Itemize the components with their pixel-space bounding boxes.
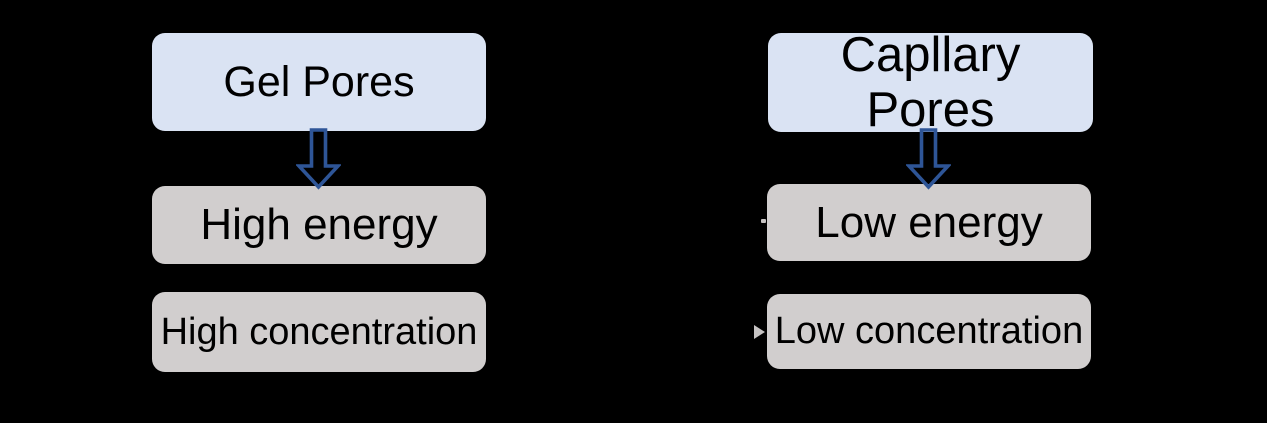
capillary-pores-label: Capllary Pores [841, 28, 1021, 138]
connector-dot-artifact [761, 219, 766, 223]
low-concentration-label: Low concentration [774, 310, 1084, 353]
down-arrow-icon [906, 128, 951, 190]
low-energy-box: Low energy [767, 184, 1091, 261]
capillary-pores-label-line1: Capllary [840, 27, 1021, 82]
gel-pores-box: Gel Pores [152, 33, 486, 131]
gel-pores-label: Gel Pores [223, 57, 415, 106]
capillary-pores-label-line2: Pores [866, 82, 995, 137]
connector-arrowhead-artifact [754, 325, 765, 339]
low-concentration-box: Low concentration [767, 294, 1091, 369]
high-concentration-label: High concentration [160, 310, 478, 353]
high-energy-box: High energy [152, 186, 486, 264]
low-energy-label: Low energy [815, 197, 1043, 247]
high-energy-label: High energy [200, 200, 438, 250]
capillary-pores-box: Capllary Pores [768, 28, 1093, 137]
down-arrow-icon [296, 128, 341, 190]
high-concentration-box: High concentration [152, 292, 486, 372]
